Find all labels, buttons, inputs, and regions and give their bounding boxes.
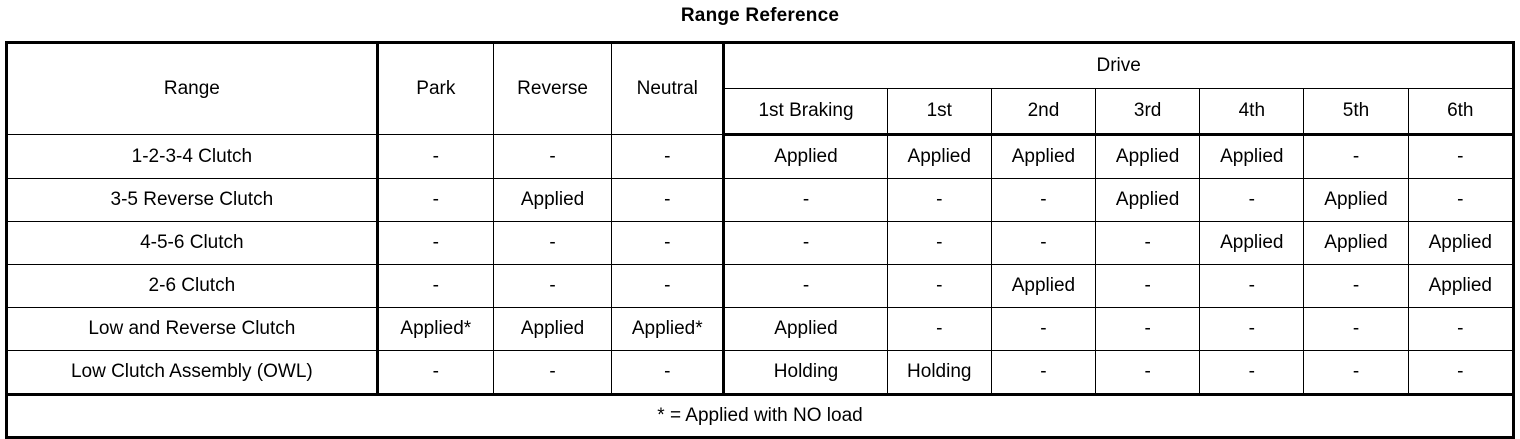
cell-value: Applied <box>1303 178 1409 222</box>
row-label: Low and Reverse Clutch <box>6 307 378 351</box>
cell-value: Applied <box>1407 221 1515 265</box>
cell-value: - <box>1095 350 1201 396</box>
cell-value: Applied <box>990 134 1097 179</box>
cell-value: Applied <box>1095 134 1201 179</box>
cell-value: - <box>375 178 494 222</box>
cell-value: - <box>1095 307 1201 351</box>
cell-value: - <box>1095 221 1201 265</box>
cell-value: - <box>375 350 494 396</box>
cell-value: - <box>1095 264 1201 308</box>
cell-value: Holding <box>722 350 888 396</box>
cell-value: Applied <box>1407 264 1515 308</box>
cell-value: Applied* <box>375 307 494 351</box>
cell-value: - <box>1199 350 1305 396</box>
cell-value: - <box>611 134 725 179</box>
cell-value: - <box>886 178 992 222</box>
cell-value: - <box>1303 264 1409 308</box>
table-row: Low and Reverse Clutch Applied* Applied … <box>6 307 1515 351</box>
cell-value: - <box>1407 178 1515 222</box>
column-header-park: Park <box>375 42 494 135</box>
footnote-row: * = Applied with NO load <box>6 394 1514 438</box>
cell-value: - <box>1407 350 1515 396</box>
header-group-row: Range Park Reverse Neutral Drive <box>6 42 1514 135</box>
cell-value: - <box>611 221 725 265</box>
cell-value: - <box>611 264 725 308</box>
cell-value: Applied <box>492 178 613 222</box>
cell-value: - <box>492 221 613 265</box>
column-header-range: Range <box>6 42 378 135</box>
cell-value: - <box>1199 307 1305 351</box>
table-row: 4-5-6 Clutch - - - - - - - Applied Appli… <box>6 221 1515 265</box>
table-row: Low Clutch Assembly (OWL) - - - Holding … <box>6 350 1515 396</box>
cell-value: Applied <box>722 307 888 351</box>
cell-value: - <box>375 221 494 265</box>
cell-value: - <box>990 307 1097 351</box>
column-header-2nd: 2nd <box>990 88 1097 136</box>
column-header-reverse: Reverse <box>492 42 613 135</box>
cell-value: - <box>1303 307 1409 351</box>
row-label: 2-6 Clutch <box>6 264 378 308</box>
cell-value: - <box>1407 307 1515 351</box>
row-label: 4-5-6 Clutch <box>6 221 378 265</box>
cell-value: Applied <box>1303 221 1409 265</box>
cell-value: Applied <box>886 134 992 179</box>
table-row: 1-2-3-4 Clutch - - - Applied Applied App… <box>6 134 1515 179</box>
cell-value: - <box>611 178 725 222</box>
cell-value: - <box>1303 134 1409 179</box>
column-header-6th: 6th <box>1407 88 1515 136</box>
cell-value: - <box>886 221 992 265</box>
cell-value: - <box>722 264 888 308</box>
cell-value: Applied* <box>611 307 725 351</box>
cell-value: - <box>990 178 1097 222</box>
cell-value: Holding <box>886 350 992 396</box>
table-body: 1-2-3-4 Clutch - - - Applied Applied App… <box>6 134 1515 438</box>
table-row: 3-5 Reverse Clutch - Applied - - - - App… <box>6 178 1515 222</box>
header-sub-row: 1st Braking 1st 2nd 3rd 4th 5th 6th <box>7 88 1515 136</box>
cell-value: Applied <box>492 307 613 351</box>
table-row: 2-6 Clutch - - - - - Applied - - - Appli… <box>6 264 1515 308</box>
cell-value: - <box>1199 178 1305 222</box>
range-reference-table: Range Park Reverse Neutral Drive 1st Bra… <box>5 41 1515 439</box>
cell-value: - <box>990 221 1097 265</box>
cell-value: Applied <box>1199 134 1305 179</box>
column-header-4th: 4th <box>1199 88 1305 136</box>
cell-value: - <box>886 307 992 351</box>
column-header-neutral: Neutral <box>611 42 725 135</box>
cell-value: Applied <box>1095 178 1201 222</box>
row-label: 1-2-3-4 Clutch <box>6 134 378 179</box>
cell-value: Applied <box>990 264 1097 308</box>
cell-value: - <box>990 350 1097 396</box>
column-group-header-drive: Drive <box>722 42 1514 89</box>
cell-value: - <box>1199 264 1305 308</box>
column-header-1st-braking: 1st Braking <box>722 88 888 136</box>
cell-value: - <box>492 350 613 396</box>
cell-value: - <box>886 264 992 308</box>
cell-value: - <box>722 178 888 222</box>
cell-value: - <box>375 134 494 179</box>
table-header: Range Park Reverse Neutral Drive 1st Bra… <box>6 42 1515 136</box>
cell-value: - <box>375 264 494 308</box>
range-reference-table-wrapper: Range Park Reverse Neutral Drive 1st Bra… <box>5 41 1515 439</box>
cell-value: - <box>492 264 613 308</box>
column-header-3rd: 3rd <box>1095 88 1201 136</box>
page-title: Range Reference <box>680 5 840 26</box>
cell-value: - <box>1407 134 1515 179</box>
cell-value: Applied <box>1199 221 1305 265</box>
cell-value: - <box>722 221 888 265</box>
row-label: 3-5 Reverse Clutch <box>6 178 378 222</box>
cell-value: - <box>1303 350 1409 396</box>
cell-value: - <box>611 350 725 396</box>
column-header-1st: 1st <box>886 88 992 136</box>
column-header-5th: 5th <box>1303 88 1409 136</box>
cell-value: - <box>492 134 613 179</box>
table-footnote: * = Applied with NO load <box>6 394 1514 438</box>
row-label: Low Clutch Assembly (OWL) <box>6 350 378 396</box>
cell-value: Applied <box>722 134 888 179</box>
